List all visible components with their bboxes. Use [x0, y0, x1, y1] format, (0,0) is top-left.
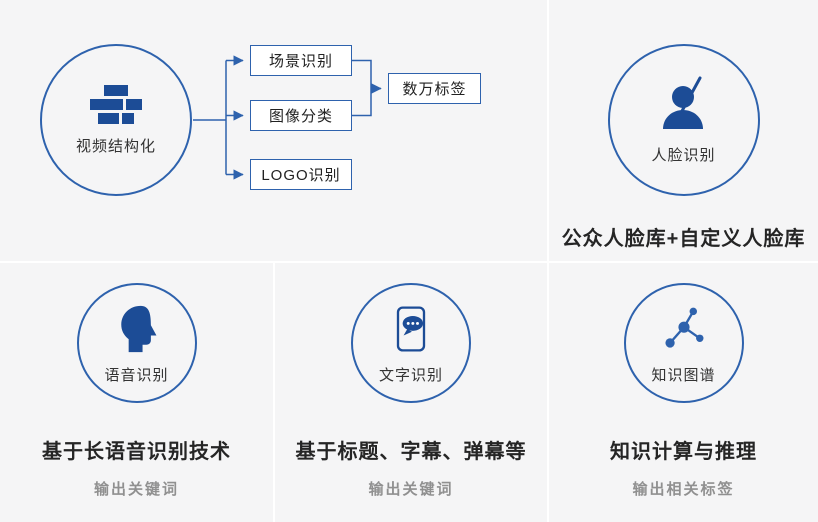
panel-knowledge-graph: 知识图谱 知识计算与推理 输出相关标签	[549, 263, 818, 522]
knowledge-output-note: 输出相关标签	[632, 481, 735, 498]
flowchart-connectors	[193, 55, 382, 180]
branch-scene-recognition: 场景识别	[250, 45, 352, 76]
branch-image-classification: 图像分类	[250, 100, 352, 131]
speech-recognition-icon	[120, 305, 156, 352]
text-recognition-icon	[396, 305, 426, 352]
knowledge-graph-label: 知识图谱	[651, 366, 716, 384]
panel-text-recognition: 文字识别 基于标题、字幕、弹幕等 输出关键词	[275, 263, 547, 522]
panel-speech-recognition: 语音识别 基于长语音识别技术 输出关键词	[0, 263, 273, 522]
video-structuring-circle: 视频结构化	[40, 44, 192, 196]
face-recognition-label: 人脸识别	[651, 146, 716, 164]
knowledge-graph-circle: 知识图谱	[623, 283, 744, 403]
text-recognition-circle: 文字识别	[351, 283, 471, 403]
knowledge-graph-icon	[664, 307, 703, 348]
panel-face-recognition: 人脸识别 公众人脸库+自定义人脸库	[549, 0, 818, 261]
face-library-description: 公众人脸库+自定义人脸库	[561, 228, 806, 250]
text-output-note: 输出关键词	[368, 481, 454, 498]
face-recognition-icon	[662, 76, 703, 129]
speech-recognition-circle: 语音识别	[76, 283, 197, 403]
speech-recognition-label: 语音识别	[104, 366, 169, 384]
video-structuring-label: 视频结构化	[75, 137, 156, 155]
face-recognition-circle: 人脸识别	[607, 44, 760, 196]
output-tags-box: 数万标签	[388, 73, 481, 104]
branch-logo-recognition: LOGO识别	[250, 159, 352, 190]
text-description: 基于标题、字幕、弹幕等	[295, 441, 527, 463]
speech-description: 基于长语音识别技术	[42, 441, 231, 463]
video-structure-icon	[90, 84, 142, 124]
knowledge-description: 知识计算与推理	[610, 441, 757, 463]
speech-output-note: 输出关键词	[93, 481, 179, 498]
text-recognition-label: 文字识别	[378, 366, 443, 384]
panel-video-structuring: 视频结构化 场景识别 图像分类 LOGO识别 数万标签	[0, 0, 547, 261]
